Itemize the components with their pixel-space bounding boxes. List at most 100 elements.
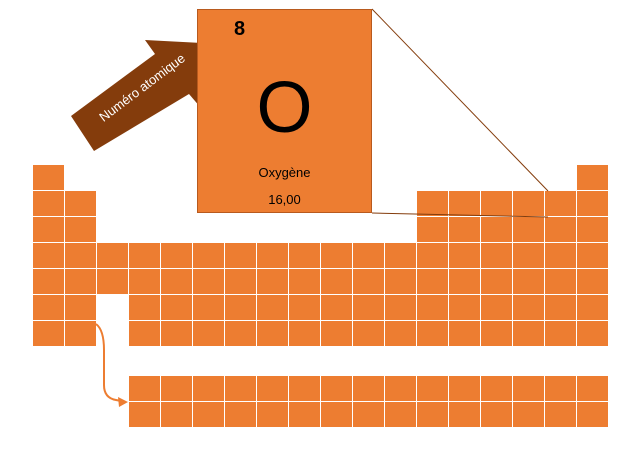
element-cell <box>513 295 544 320</box>
element-cell <box>289 243 320 268</box>
element-cell <box>385 295 416 320</box>
element-cell <box>33 243 64 268</box>
element-cell <box>417 321 448 346</box>
element-cell <box>65 217 96 242</box>
element-cell <box>257 321 288 346</box>
element-cell <box>33 295 64 320</box>
f-block-cell <box>161 376 192 401</box>
element-cell <box>33 217 64 242</box>
element-cell <box>577 321 608 346</box>
element-cell <box>577 243 608 268</box>
element-cell <box>449 321 480 346</box>
f-block-cell <box>449 376 480 401</box>
element-cell <box>129 295 160 320</box>
element-cell <box>385 243 416 268</box>
element-cell <box>449 295 480 320</box>
f-block-cell <box>321 376 352 401</box>
element-cell <box>385 321 416 346</box>
element-cell <box>225 295 256 320</box>
f-block-cell <box>385 402 416 427</box>
element-cell <box>289 295 320 320</box>
element-cell <box>417 191 448 216</box>
element-cell <box>289 269 320 294</box>
f-block-cell <box>193 402 224 427</box>
f-block-cell <box>481 376 512 401</box>
f-block-cell <box>513 376 544 401</box>
element-cell <box>417 243 448 268</box>
element-cell <box>545 243 576 268</box>
atomic-mass: 16,00 <box>268 192 301 207</box>
element-cell <box>193 295 224 320</box>
element-cell <box>353 321 384 346</box>
element-cell <box>353 243 384 268</box>
element-cell <box>321 321 352 346</box>
element-cell <box>65 243 96 268</box>
element-zoom-card: 8 O Oxygène 16,00 <box>197 9 372 213</box>
periodic-table-cells <box>33 165 608 427</box>
element-cell <box>481 295 512 320</box>
element-cell <box>545 295 576 320</box>
element-cell <box>225 321 256 346</box>
element-cell <box>513 269 544 294</box>
element-cell <box>225 269 256 294</box>
element-cell <box>161 269 192 294</box>
zoom-connector-top <box>371 8 549 192</box>
f-block-cell <box>289 376 320 401</box>
element-cell <box>161 295 192 320</box>
element-cell <box>33 269 64 294</box>
element-cell <box>321 295 352 320</box>
element-cell <box>321 269 352 294</box>
f-block-cell <box>129 376 160 401</box>
element-cell <box>65 269 96 294</box>
f-block-cell <box>545 376 576 401</box>
element-cell <box>513 217 544 242</box>
element-cell <box>33 191 64 216</box>
element-cell <box>481 243 512 268</box>
f-block-cell <box>353 376 384 401</box>
element-cell <box>417 217 448 242</box>
element-cell <box>193 243 224 268</box>
element-cell <box>257 295 288 320</box>
f-block-cell <box>577 402 608 427</box>
f-block-cell <box>289 402 320 427</box>
element-cell <box>577 295 608 320</box>
element-cell <box>545 321 576 346</box>
element-cell <box>577 165 608 190</box>
f-block-cell <box>193 376 224 401</box>
element-cell <box>65 191 96 216</box>
element-cell <box>353 295 384 320</box>
f-block-cell <box>161 402 192 427</box>
element-cell <box>33 165 64 190</box>
element-cell <box>129 243 160 268</box>
element-cell <box>385 269 416 294</box>
element-cell <box>257 269 288 294</box>
element-cell <box>481 191 512 216</box>
f-block-cell <box>481 402 512 427</box>
f-block-cell <box>417 376 448 401</box>
element-cell <box>513 243 544 268</box>
element-cell <box>65 321 96 346</box>
element-cell <box>513 321 544 346</box>
element-cell <box>481 269 512 294</box>
element-cell <box>513 191 544 216</box>
element-cell <box>545 269 576 294</box>
f-block-arrowhead-icon <box>118 397 128 407</box>
atomic-number: 8 <box>234 18 246 40</box>
f-block-cell <box>257 402 288 427</box>
element-cell <box>193 321 224 346</box>
f-block-cell <box>257 376 288 401</box>
f-block-cell <box>449 402 480 427</box>
element-cell <box>449 269 480 294</box>
f-block-cell <box>513 402 544 427</box>
element-cell <box>577 269 608 294</box>
element-cell <box>161 243 192 268</box>
atomic-number-arrow-icon <box>71 40 221 151</box>
element-cell <box>225 243 256 268</box>
f-block-cell <box>353 402 384 427</box>
element-cell <box>257 243 288 268</box>
f-block-cell <box>225 402 256 427</box>
f-block-cell <box>129 402 160 427</box>
element-cell <box>417 269 448 294</box>
f-block-cell <box>545 402 576 427</box>
element-cell <box>577 191 608 216</box>
